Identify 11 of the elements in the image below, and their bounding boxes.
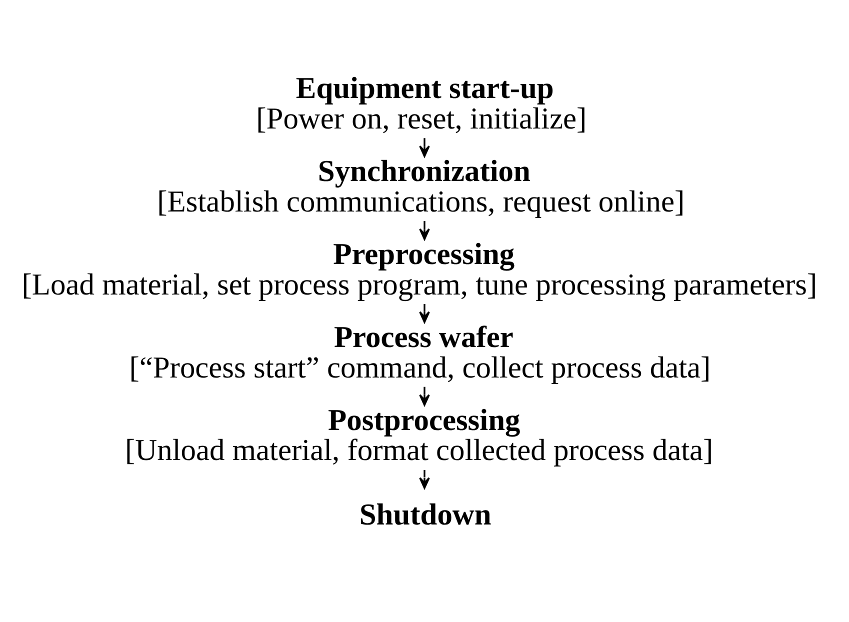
node-text: Synchronization [Establish communications, request online] — [157, 154, 685, 218]
arrow — [419, 138, 430, 157]
node-text: Shutdown — [359, 497, 492, 532]
arrow — [419, 386, 430, 406]
node-text: Equipment start-up [Power on, reset, initialize] — [256, 70, 587, 136]
node-text: Preprocessing [Load material, set process program, tune processing parameters] — [22, 236, 818, 301]
arrow — [419, 220, 430, 240]
arrow — [419, 470, 430, 488]
arrow — [419, 303, 430, 322]
node-text: Postprocessing [Unload material, format collected process data] — [125, 402, 714, 467]
node-text: Process wafer [“Process start” command, collect process data] — [129, 319, 711, 384]
